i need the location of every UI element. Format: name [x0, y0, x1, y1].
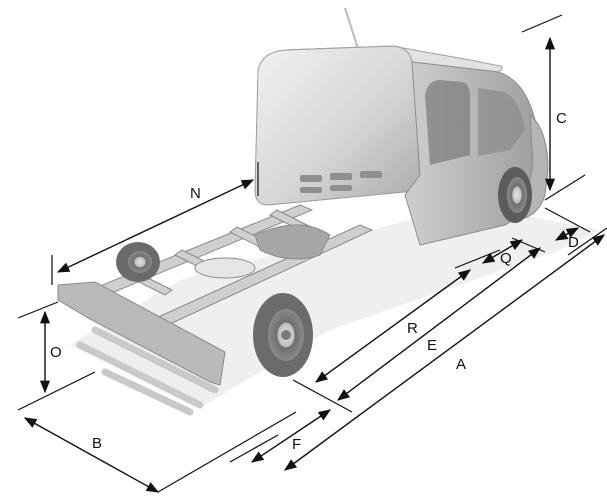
vehicle-illustration — [57, 7, 600, 416]
label-n: N — [190, 185, 201, 202]
label-o: O — [50, 344, 62, 361]
rear-wheel-right — [253, 293, 313, 377]
dim-b-line — [23, 417, 160, 493]
cab-side-window-front — [478, 88, 525, 156]
ext-rear-bumper-top — [17, 301, 59, 319]
label-r: R — [407, 320, 418, 337]
ext-front-ground — [544, 174, 586, 201]
label-c: C — [556, 110, 567, 127]
ext-bottom-corner-1 — [157, 411, 297, 493]
label-q: Q — [500, 250, 512, 267]
cab-rear-vents — [300, 171, 382, 193]
dimension-labels: N C O B R E A F Q D — [50, 110, 579, 453]
ext-roof-top — [521, 14, 563, 33]
label-b: B — [92, 435, 102, 452]
label-f: F — [292, 436, 301, 453]
ground-shadow — [70, 205, 600, 405]
label-e: E — [427, 337, 437, 354]
rear-wheel-left — [116, 242, 160, 282]
dim-n-line — [56, 179, 255, 273]
dim-f-line — [250, 409, 332, 463]
chassis-shadow-stripes — [76, 326, 219, 416]
dim-a-line — [283, 234, 606, 471]
front-wheel — [498, 167, 532, 223]
label-a: A — [456, 356, 466, 373]
cab-side-window-rear — [425, 80, 470, 165]
ext-rear-ground — [17, 371, 96, 411]
dim-d-line — [554, 227, 580, 241]
label-d: D — [568, 234, 579, 251]
dim-q-line — [481, 239, 524, 264]
dimension-lines — [17, 14, 607, 493]
ext-bottom-corner-2 — [229, 434, 279, 463]
cab-rear-panel — [254, 45, 421, 206]
ext-front-bumper — [544, 207, 591, 233]
